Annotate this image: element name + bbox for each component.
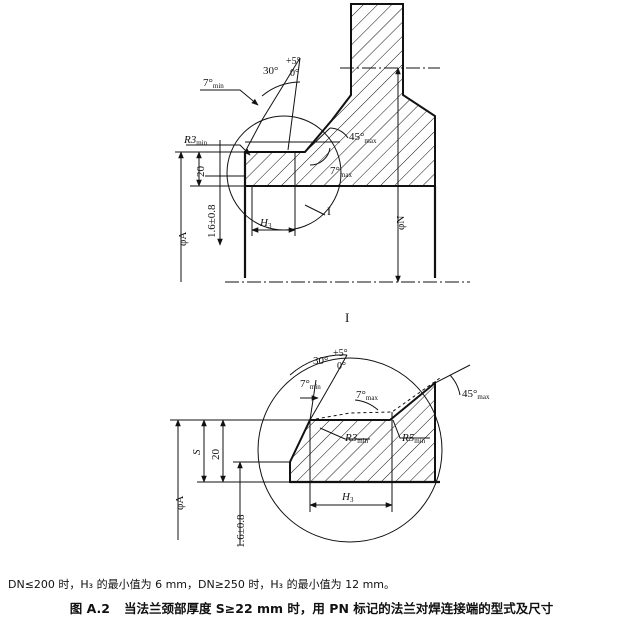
detail-tolerance-zero: 0°: [337, 361, 346, 372]
detail-large-circle: [257, 357, 443, 543]
figure-title: 当法兰颈部厚度 S≥22 mm 时，用 PN 标记的法兰对焊连接端的型式及尺寸: [123, 601, 554, 616]
upper-view: 7°min 30° +5° 0° R3min 45°max 7°max 20 1…: [175, 3, 470, 283]
angle-7max-label: 7°max: [330, 165, 352, 179]
phi-n-label: φN: [395, 216, 407, 230]
detail-angle-30-label: 30°: [313, 355, 328, 367]
angle-45max-label: 45°max: [349, 131, 377, 145]
detail-mark-label: I: [327, 204, 331, 218]
detail-angle-7min-label: 7°min: [300, 378, 321, 391]
h3-label: H3: [259, 217, 272, 230]
flange-neck-section: [244, 3, 436, 187]
detail-h3-label: H3: [341, 491, 354, 504]
phi-a-label: φA: [177, 232, 189, 246]
detail-view: 30° +5° 0° 7°min 7°max 45°max R3min R5mi…: [170, 348, 490, 548]
angle-30-label: 30°: [263, 65, 278, 77]
detail-r3min-label: R3min: [344, 432, 369, 445]
flange-weld-end-drawing: 7°min 30° +5° 0° R3min 45°max 7°max 20 1…: [170, 3, 490, 548]
detail-angle-7max-label: 7°max: [356, 389, 378, 402]
h3-note: DN≤200 时，H₃ 的最小值为 6 mm，DN≥250 时，H₃ 的最小值为…: [8, 578, 396, 591]
tolerance-zero: 0°: [290, 68, 299, 79]
tolerance-plus5: +5°: [286, 56, 301, 67]
angle-7min-label: 7°min: [203, 77, 224, 90]
detail-dim-16-label: 1.6±0.8: [235, 514, 247, 548]
dim-s-label: S: [191, 449, 203, 455]
r3min-label: R3min: [183, 134, 208, 147]
r5min-label: R5min: [401, 432, 426, 445]
figure-number: 图 A.2: [69, 601, 110, 616]
dim-16-label: 1.6±0.8: [206, 204, 218, 238]
detail-phi-a-label: φA: [174, 496, 186, 510]
dim-20-label: 20: [195, 166, 207, 178]
detail-title: I: [345, 310, 349, 325]
detail-dim-20-label: 20: [210, 449, 222, 461]
figure-caption: 图 A.2 当法兰颈部厚度 S≥22 mm 时，用 PN 标记的法兰对焊连接端的型…: [0, 598, 623, 617]
detail-tolerance-plus5: +5°: [333, 348, 348, 359]
detail-angle-45max-label: 45°max: [462, 388, 490, 401]
